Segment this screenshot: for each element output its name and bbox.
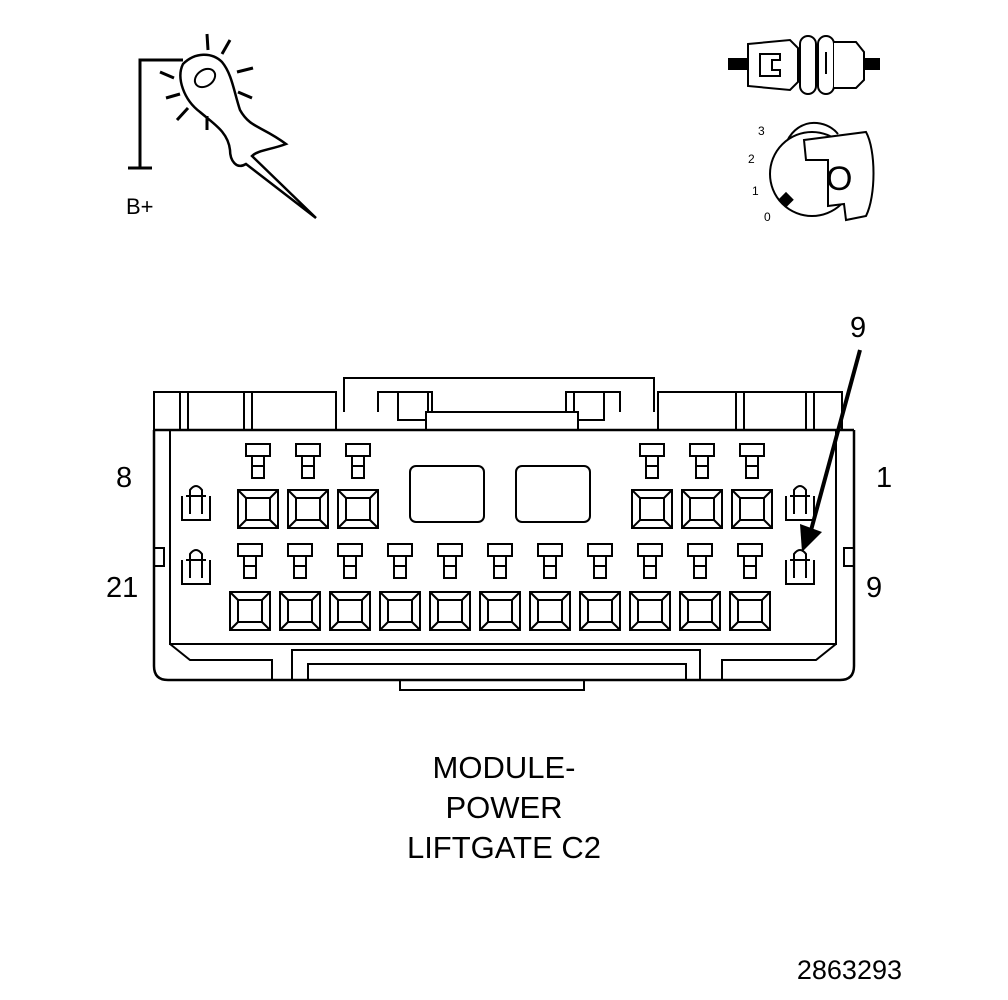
terminal-cavity bbox=[337, 443, 379, 529]
terminal-cavity bbox=[729, 543, 771, 631]
locking-clip bbox=[181, 549, 211, 585]
terminal-cavity bbox=[379, 543, 421, 631]
pin-label-bottom-right: 9 bbox=[866, 572, 883, 604]
connector-housing bbox=[152, 377, 856, 691]
terminal-cavity bbox=[229, 543, 271, 631]
disconnected-connector-icon bbox=[728, 35, 880, 95]
terminal-cavity bbox=[631, 443, 673, 529]
terminal-cavity bbox=[287, 443, 329, 529]
terminal-cavity bbox=[479, 543, 521, 631]
battery-positive-label: B+ bbox=[126, 194, 154, 219]
terminal-cavity bbox=[329, 543, 371, 631]
key-position-label: 0 bbox=[764, 210, 771, 224]
pin-9-callout-arrow bbox=[800, 349, 862, 552]
terminal-cavity bbox=[237, 443, 279, 529]
pin-label-top-right: 1 bbox=[876, 462, 893, 494]
ignition-key-icon bbox=[769, 121, 875, 222]
caption-line: MODULE- bbox=[432, 750, 576, 785]
key-position-label: 1 bbox=[752, 184, 759, 198]
terminal-cavities bbox=[181, 443, 815, 631]
key-position-label: 3 bbox=[758, 124, 765, 138]
figure-number: 2863293 bbox=[796, 955, 902, 985]
test-light-probe-icon bbox=[128, 33, 317, 219]
terminal-cavity bbox=[579, 543, 621, 631]
terminal-cavity bbox=[679, 543, 721, 631]
locking-clip bbox=[181, 485, 211, 521]
key-position-label: 2 bbox=[748, 152, 755, 166]
terminal-cavity bbox=[629, 543, 671, 631]
connector-caption: MODULE- POWER LIFTGATE C2 bbox=[304, 748, 704, 868]
arrow-callout-label: 9 bbox=[850, 312, 867, 344]
pin-label-top-left: 8 bbox=[116, 462, 133, 494]
terminal-cavity bbox=[731, 443, 773, 529]
terminal-cavity bbox=[529, 543, 571, 631]
key-letter: O bbox=[826, 160, 853, 198]
caption-line: POWER bbox=[445, 790, 563, 825]
locking-clip bbox=[785, 549, 815, 585]
locking-clip bbox=[785, 485, 815, 521]
pin-label-bottom-left: 21 bbox=[106, 572, 139, 604]
caption-line: LIFTGATE C2 bbox=[406, 830, 602, 865]
terminal-cavity bbox=[279, 543, 321, 631]
terminal-cavity bbox=[429, 543, 471, 631]
terminal-cavity bbox=[681, 443, 723, 529]
